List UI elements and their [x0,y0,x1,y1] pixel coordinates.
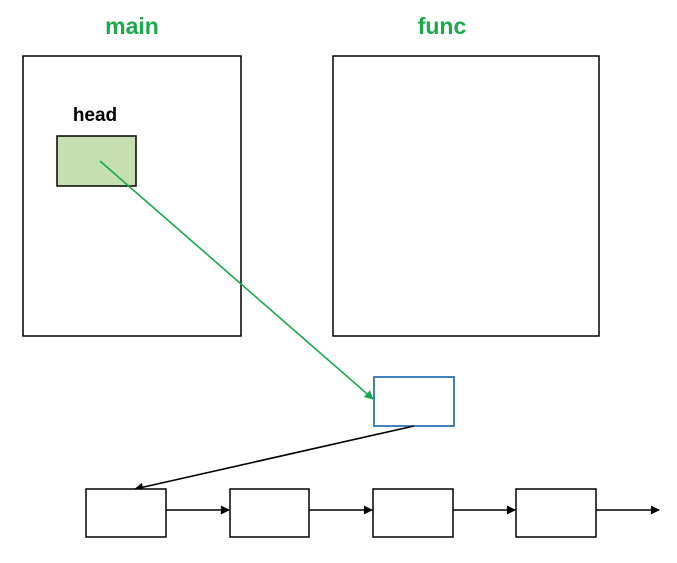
list-node-3 [372,488,454,538]
func-frame-title: func [418,13,467,39]
new-node-next-arrow [134,425,415,492]
head-pointer-arrow [99,160,374,400]
list-node-4 [515,488,597,538]
func-frame-box [332,55,600,337]
main-frame-box [22,55,242,337]
list-node-1 [85,488,167,538]
main-frame-title: main [105,13,159,39]
head-variable-box [56,135,137,187]
head-variable-label: head [73,105,117,126]
new-node-box [373,376,455,427]
list-node-2 [229,488,310,538]
